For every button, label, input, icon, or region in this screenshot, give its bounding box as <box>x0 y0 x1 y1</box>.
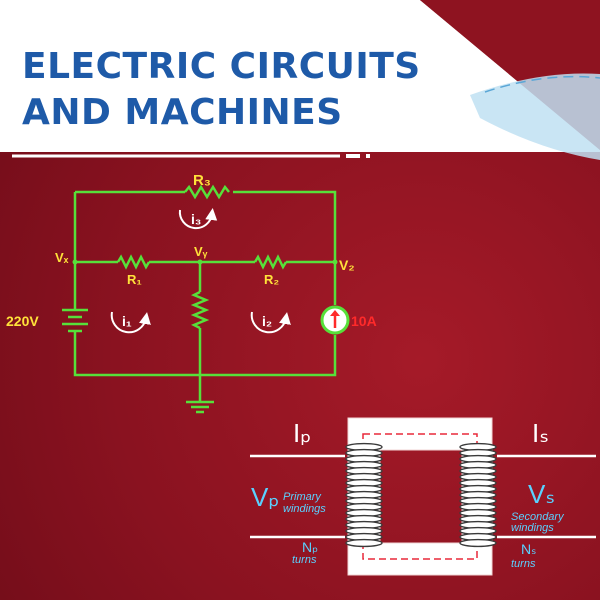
label-vp: Vₚ <box>251 482 279 512</box>
header-banner <box>0 0 600 152</box>
title-line-1: ELECTRIC CIRCUITS <box>22 46 421 87</box>
node-vx <box>72 259 78 265</box>
transformer-diagram <box>250 417 596 576</box>
label-source-voltage: 220V <box>6 313 39 329</box>
label-ns: Nₛ <box>521 541 536 557</box>
label-vy: Vᵧ <box>194 244 208 259</box>
label-ns-turns: turns <box>511 558 536 570</box>
wire-top-right <box>233 190 337 305</box>
label-vs: Vₛ <box>528 479 555 509</box>
primary-coil <box>345 442 383 548</box>
header-blue-swoosh <box>470 73 600 160</box>
loop-arrow-i2 <box>250 311 291 334</box>
loop-arrow-i1 <box>110 311 151 334</box>
secondary-coil <box>459 442 497 548</box>
coil-winding <box>459 538 497 548</box>
wire-left-bottom <box>73 330 337 377</box>
label-r1: R₁ <box>127 272 142 287</box>
current-source <box>320 305 350 335</box>
label-ip: Iₚ <box>293 418 311 448</box>
label-secondary-line1: Secondary <box>511 511 565 523</box>
label-secondary-line2: windings <box>511 522 554 534</box>
label-vx: Vₓ <box>55 250 69 265</box>
label-r3: R₃ <box>193 172 211 189</box>
resistor-center <box>190 290 210 330</box>
header-divider-dot <box>366 154 370 158</box>
battery-symbol <box>62 308 88 333</box>
label-vz: V₂ <box>339 257 355 273</box>
label-r2: R₂ <box>264 272 279 287</box>
resistor-r1 <box>116 254 151 270</box>
label-is: Iₛ <box>532 418 549 448</box>
title-line-2: AND MACHINES <box>22 92 343 133</box>
label-source-current: 10A <box>351 313 377 329</box>
label-primary-line2: windings <box>283 503 326 515</box>
label-i2: i₂ <box>262 313 272 329</box>
ground-symbol <box>186 400 214 414</box>
label-np-turns: turns <box>292 554 317 566</box>
label-i3: i₃ <box>191 211 201 227</box>
node-vz <box>332 259 338 265</box>
loop-arrow-i3 <box>178 208 218 230</box>
circuit-diagram <box>73 184 337 402</box>
title-block: ELECTRIC CIRCUITS AND MACHINES <box>22 44 421 136</box>
header-blue-swoosh-line <box>484 75 600 93</box>
label-i1: i₁ <box>122 313 132 329</box>
label-np: Nₚ <box>302 539 318 555</box>
node-vy <box>197 259 203 265</box>
header-divider-dash <box>346 154 360 158</box>
resistor-r3 <box>184 184 230 200</box>
label-primary-line1: Primary <box>283 491 322 503</box>
coil-winding <box>345 538 383 548</box>
resistor-r2 <box>253 254 288 270</box>
